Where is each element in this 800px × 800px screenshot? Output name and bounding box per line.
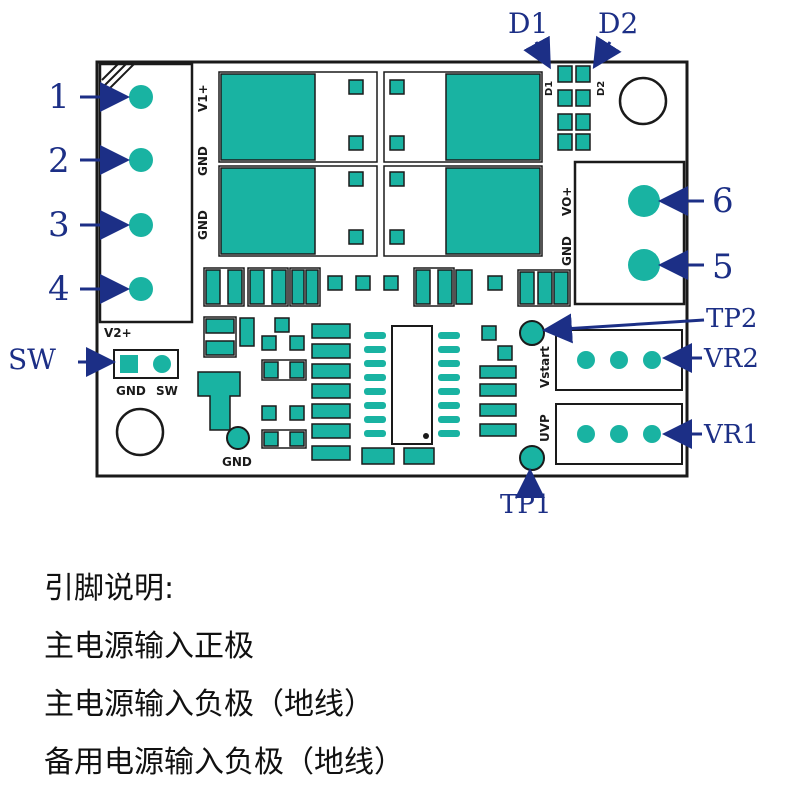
- pin-description-line-2: 主电源输入负极（地线）: [44, 687, 374, 722]
- test-point-gnd: [226, 426, 250, 450]
- callout-d1: D1: [508, 7, 549, 40]
- callout-sw: SW: [8, 343, 56, 376]
- silk-gnd-b: GND: [196, 210, 210, 240]
- terminal-pin-6: [628, 185, 660, 217]
- control-ic: [361, 325, 460, 465]
- silk-v1-plus: V1+: [196, 84, 210, 112]
- pin-description-heading: 引脚说明:: [44, 571, 175, 606]
- right-components: [479, 325, 517, 437]
- silk-sw: SW: [156, 384, 178, 398]
- callout-vr1: VR1: [704, 420, 759, 450]
- silk-vo-plus: VO+: [560, 186, 574, 216]
- terminal-pin-2: [129, 148, 153, 172]
- silk-gnd-tp: GND: [222, 455, 252, 469]
- callout-pin-3: 3: [48, 205, 70, 245]
- test-point-tp2: [519, 320, 545, 346]
- terminal-pin-4: [129, 277, 153, 301]
- pot-vr1-pin-b: [610, 425, 628, 443]
- terminal-pin-5: [628, 249, 660, 281]
- callout-pin-2: 2: [48, 141, 70, 181]
- silk-v2-plus: V2+: [104, 326, 132, 340]
- lower-left-components: [197, 316, 307, 449]
- callout-d2: D2: [598, 7, 639, 40]
- terminal-pin-3: [129, 213, 153, 237]
- silk-gnd-a: GND: [196, 146, 210, 176]
- callout-arrows: [78, 35, 705, 498]
- pin-description: 引脚说明: 主电源输入正极 主电源输入负极（地线） 备用电源输入负极（地线）: [44, 560, 764, 792]
- silk-d1-small: D1: [544, 80, 555, 96]
- pot-vr2-pin-a: [577, 351, 595, 369]
- pin-description-line-1: 主电源输入正极: [44, 629, 254, 664]
- output-terminal-block: [573, 160, 686, 306]
- terminal-pin-1: [129, 85, 153, 109]
- callout-pin-4: 4: [48, 269, 70, 309]
- silk-d2-small: D2: [596, 80, 607, 96]
- callout-pin-1: 1: [48, 77, 70, 117]
- callout-pin-6: 6: [712, 181, 734, 221]
- mounting-hole-top-right: [618, 76, 668, 126]
- silk-gnd-out: GND: [560, 236, 574, 266]
- test-point-tp1: [519, 445, 545, 471]
- pot-vr2-pin-c: [643, 351, 661, 369]
- callout-tp2: TP2: [706, 304, 758, 334]
- pot-vr2-pin-b: [610, 351, 628, 369]
- pot-vr1-pin-c: [643, 425, 661, 443]
- resistor-column: [311, 323, 351, 461]
- pcb-diagram: [78, 35, 705, 498]
- mosfet-array: [218, 71, 543, 257]
- pin-description-line-3: 备用电源输入负极（地线）: [44, 745, 404, 780]
- mounting-hole-bottom-left: [115, 407, 165, 457]
- pot-vr1-pin-a: [577, 425, 595, 443]
- sw-pad-gnd: [120, 355, 138, 373]
- led-pads: [557, 65, 591, 151]
- callout-tp1: TP1: [500, 490, 552, 520]
- silk-vstart: Vstart: [538, 346, 552, 388]
- passive-row: [203, 267, 571, 307]
- callout-vr2: VR2: [704, 344, 759, 374]
- silk-uvp: UVP: [538, 414, 552, 442]
- sw-pad-sw: [153, 355, 171, 373]
- silk-gnd-sw: GND: [116, 384, 146, 398]
- callout-pin-5: 5: [712, 247, 734, 287]
